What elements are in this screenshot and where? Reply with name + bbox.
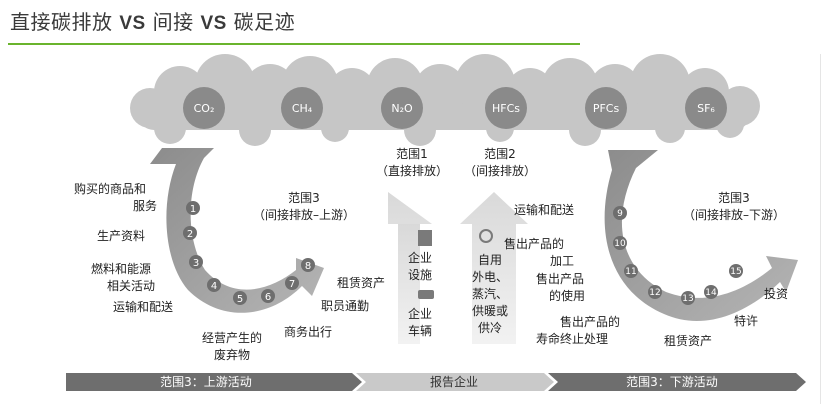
bar-reporting-label: 报告企业 xyxy=(430,374,478,389)
scope2-arrow xyxy=(460,192,528,344)
gas-pfcs-node: PFCs xyxy=(585,87,627,129)
cloud-bank xyxy=(130,54,760,146)
gas-ch4-node: CH₄ xyxy=(281,87,323,129)
upstream-number-5: 5 xyxy=(237,294,243,305)
upstream-label-8: 租赁资产 xyxy=(337,276,385,290)
gas-co2-label: CO₂ xyxy=(194,102,215,115)
upstream-arrow xyxy=(150,148,324,313)
downstream-number-12: 12 xyxy=(649,288,660,298)
gas-hfcs-node: HFCs xyxy=(485,87,527,129)
title-part1: 直接碳排放 xyxy=(10,10,120,34)
upstream-number-8: 8 xyxy=(305,261,311,272)
downstream-label-15: 投资 xyxy=(764,286,788,301)
scope2-subtitle: （间接排放） xyxy=(464,163,536,178)
upstream-label-3b: 相关活动 xyxy=(107,279,155,293)
truck-icon xyxy=(418,290,434,299)
vehicle-label-1: 企业 xyxy=(408,306,432,321)
gas-sf6-label: SF₆ xyxy=(697,102,715,115)
downstream-number-10: 10 xyxy=(614,239,626,249)
gas-n2o-label: N₂O xyxy=(391,102,413,115)
facility-label-2: 设施 xyxy=(408,268,432,282)
upstream-number-1: 1 xyxy=(190,204,196,215)
downstream-number-15: 15 xyxy=(730,267,741,277)
scope1-title: 范围1 xyxy=(396,147,428,161)
upstream-label-1a: 购买的商品和 xyxy=(74,181,146,196)
downstream-number-11: 11 xyxy=(625,267,636,277)
upstream-label-1b: 服务 xyxy=(133,198,157,213)
downstream-label-9: 运输和配送 xyxy=(514,202,574,217)
gas-n2o-node: N₂O xyxy=(381,87,423,129)
downstream-label-12b: 寿命终止处理 xyxy=(536,331,608,346)
scope1-subtitle: （直接排放） xyxy=(376,163,448,178)
gas-pfcs-label: PFCs xyxy=(593,102,620,115)
electricity-label-5: 供冷 xyxy=(478,321,502,335)
upstream-label-3a: 燃料和能源 xyxy=(91,261,151,276)
electricity-label-2: 外电、 xyxy=(472,270,508,284)
title-divider xyxy=(8,43,580,45)
upstream-label-5b: 废弃物 xyxy=(214,347,250,362)
upstream-label-5a: 经营产生的 xyxy=(202,330,262,345)
upstream-number-4: 4 xyxy=(211,281,217,292)
downstream-label-10a: 售出产品的 xyxy=(504,236,564,251)
downstream-label-10b: 加工 xyxy=(550,254,574,268)
scope3-upstream-subtitle: （间接排放–上游） xyxy=(253,207,355,222)
electricity-label-1: 自用 xyxy=(478,253,502,267)
gas-co2-node: CO₂ xyxy=(183,87,225,129)
downstream-arrow xyxy=(604,150,798,321)
upstream-number-6: 6 xyxy=(265,292,271,303)
downstream-label-13: 租赁资产 xyxy=(664,334,712,348)
plug-icon xyxy=(479,229,493,243)
downstream-markers: 9 10 11 12 13 14 15 xyxy=(613,206,743,305)
title-part3: 碳足迹 xyxy=(226,10,296,34)
bar-upstream-label: 范围3：上游活动 xyxy=(160,375,252,389)
bar-downstream-label: 范围3：下游活动 xyxy=(626,375,718,389)
facility-label-1: 企业 xyxy=(408,250,432,265)
title-vs-1: VS xyxy=(119,13,146,34)
diagram-frame xyxy=(60,54,821,404)
downstream-label-11a: 售出产品 xyxy=(536,271,584,286)
scope3-upstream-title: 范围3 xyxy=(288,191,320,205)
upstream-number-7: 7 xyxy=(289,279,295,290)
page-title: 直接碳排放 VS 间接 VS 碳足迹 xyxy=(10,6,295,35)
downstream-label-12a: 售出产品的 xyxy=(560,314,620,329)
vehicle-label-2: 车辆 xyxy=(408,323,432,338)
downstream-number-9: 9 xyxy=(617,209,623,219)
scope1-arrow-shaft xyxy=(398,224,420,344)
electricity-label-4: 供暖或 xyxy=(472,304,508,318)
building-icon xyxy=(418,230,432,246)
upstream-markers: 1 2 3 4 5 6 7 8 xyxy=(183,201,315,305)
upstream-label-7: 职员通勤 xyxy=(321,299,369,313)
upstream-number-3: 3 xyxy=(193,258,199,269)
downstream-number-14: 14 xyxy=(705,288,717,298)
upstream-number-2: 2 xyxy=(187,229,193,240)
bottom-process-bar: 范围3：上游活动 报告企业 范围3：下游活动 xyxy=(66,373,806,391)
scope3-downstream-title: 范围3 xyxy=(718,191,750,205)
title-part2: 间接 xyxy=(145,10,201,34)
electricity-label-3: 蒸汽、 xyxy=(472,286,508,301)
title-vs-2: VS xyxy=(200,13,227,34)
downstream-number-13: 13 xyxy=(682,294,693,304)
scope3-downstream-subtitle: （间接排放–下游） xyxy=(683,207,785,222)
upstream-label-6: 商务出行 xyxy=(284,324,332,339)
upstream-label-4: 运输和配送 xyxy=(113,299,173,314)
downstream-label-14: 特许 xyxy=(734,313,758,328)
gas-hfcs-label: HFCs xyxy=(492,102,520,115)
upstream-label-2: 生产资料 xyxy=(97,229,145,243)
scope2-title: 范围2 xyxy=(484,147,516,161)
gas-ch4-label: CH₄ xyxy=(292,102,313,115)
downstream-label-11b: 的使用 xyxy=(549,288,585,303)
gas-sf6-node: SF₆ xyxy=(685,87,727,129)
